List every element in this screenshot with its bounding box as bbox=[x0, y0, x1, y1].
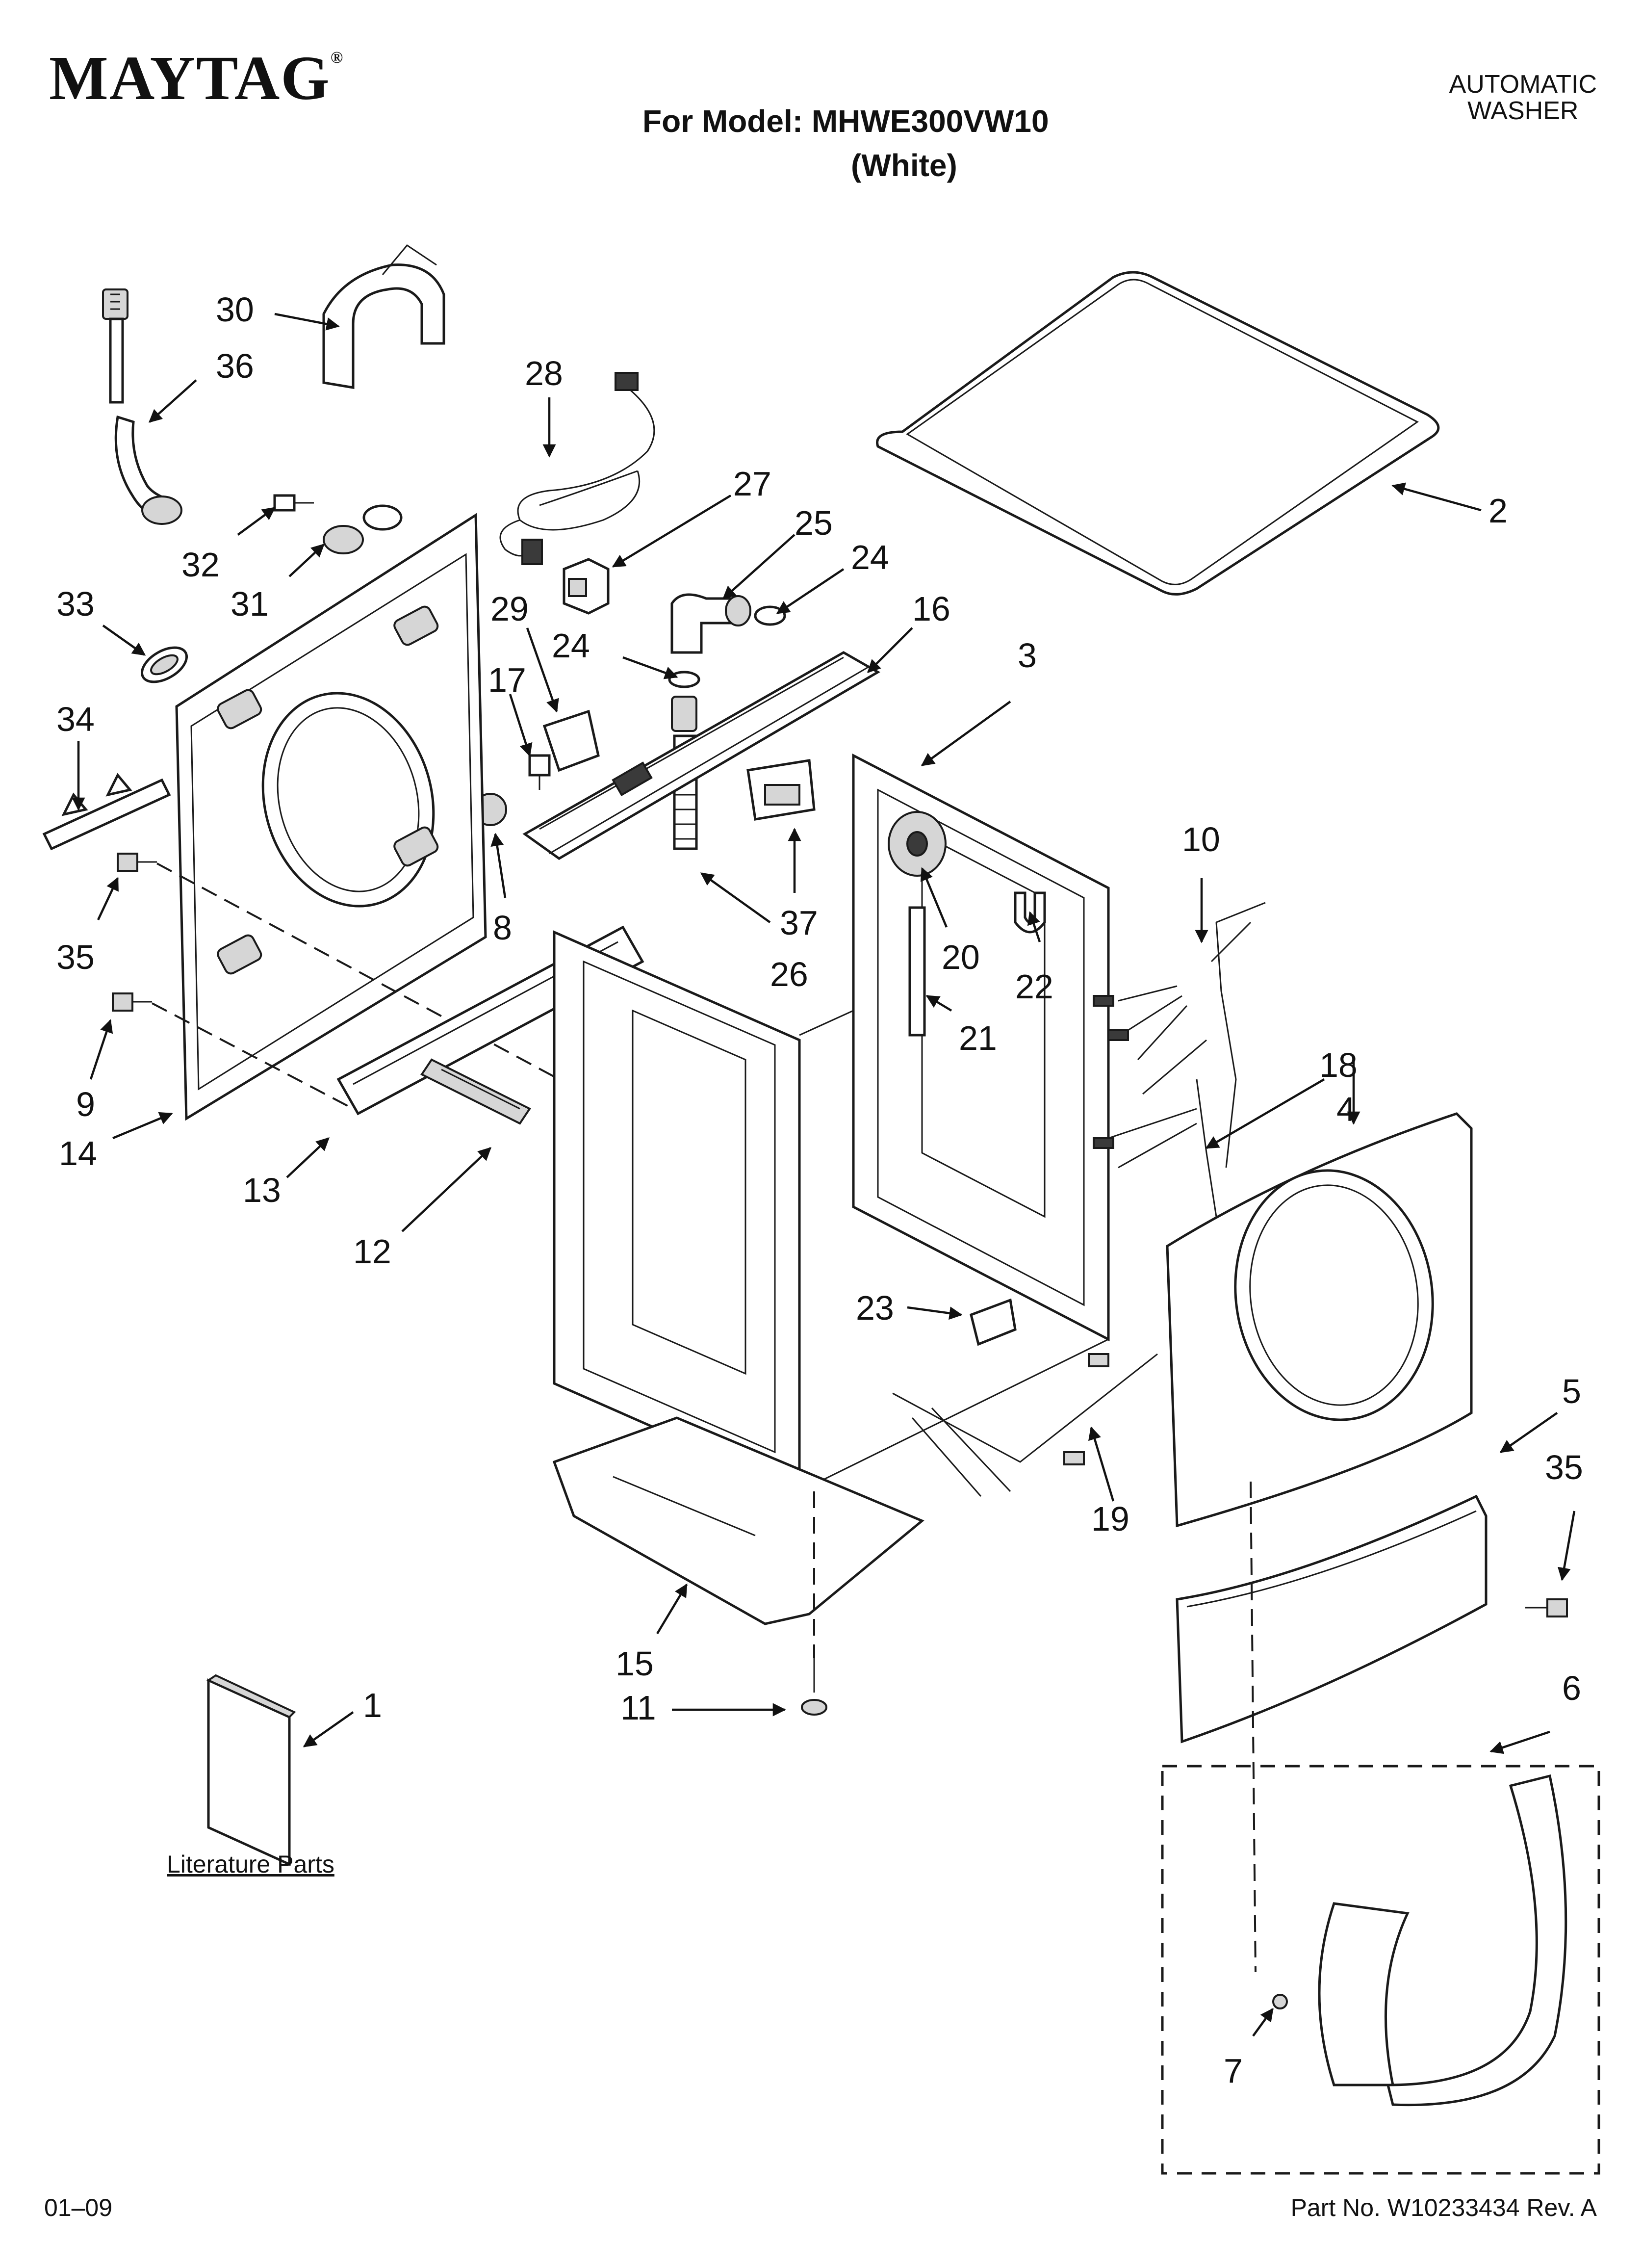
callout-23: 23 bbox=[856, 1289, 894, 1327]
callout-1: 1 bbox=[363, 1686, 382, 1724]
part-24-clip-lower bbox=[668, 671, 700, 688]
part-3-cabinet bbox=[553, 753, 1110, 1493]
callout-22: 22 bbox=[1015, 967, 1053, 1006]
part-19-harness-lower bbox=[892, 1353, 1158, 1497]
part-18-wire-harness bbox=[1093, 1079, 1217, 1217]
callout-34: 34 bbox=[56, 700, 95, 738]
part-30-hose-bracket bbox=[322, 244, 445, 389]
callout-2: 2 bbox=[1488, 492, 1508, 530]
part-36-drain-hose bbox=[102, 288, 182, 525]
leader-lines bbox=[72, 313, 1576, 2037]
callout-26: 26 bbox=[770, 955, 808, 993]
part-6-box bbox=[1161, 1481, 1600, 2175]
date-code: 01–09 bbox=[44, 2194, 113, 2221]
part-11-leveling-leg bbox=[801, 1658, 827, 1716]
part-14-rear-panel bbox=[175, 513, 487, 1121]
part-10-wire-harness bbox=[1093, 902, 1266, 1168]
part-35-screw-front bbox=[1525, 1598, 1568, 1617]
callout-33: 33 bbox=[56, 585, 95, 623]
callout-37: 37 bbox=[780, 904, 818, 942]
model-title: For Model: MHWE300VW10 bbox=[642, 104, 1049, 139]
part-5-toe-panel bbox=[1176, 1494, 1488, 1744]
part-29-bracket bbox=[542, 709, 600, 772]
callout-28: 28 bbox=[525, 354, 563, 392]
part-17-screw bbox=[528, 754, 551, 790]
callout-7: 7 bbox=[1224, 2052, 1243, 2090]
callout-13: 13 bbox=[243, 1171, 281, 1209]
callout-15: 15 bbox=[616, 1644, 654, 1683]
part-32-screw bbox=[273, 494, 314, 512]
callout-25: 25 bbox=[795, 504, 833, 542]
callout-9: 9 bbox=[76, 1085, 95, 1123]
literature-parts-label: Literature Parts bbox=[167, 1851, 334, 1878]
callout-14: 14 bbox=[59, 1134, 97, 1173]
callout-24-upper: 24 bbox=[851, 538, 889, 576]
callout-20: 20 bbox=[942, 938, 980, 976]
callout-3: 3 bbox=[1018, 636, 1037, 675]
product-type-line-2: WASHER bbox=[1467, 97, 1579, 126]
part-15-base bbox=[552, 1416, 924, 1625]
part-23-latch bbox=[970, 1298, 1017, 1346]
callout-31: 31 bbox=[231, 585, 269, 623]
callout-5: 5 bbox=[1562, 1372, 1581, 1410]
callout-21: 21 bbox=[959, 1019, 997, 1057]
product-type-line-1: AUTOMATIC bbox=[1449, 70, 1597, 99]
callout-27: 27 bbox=[733, 465, 771, 503]
part-number: Part No. W10233434 Rev. A bbox=[1290, 2194, 1597, 2221]
callout-6: 6 bbox=[1562, 1669, 1581, 1707]
callout-36: 36 bbox=[216, 347, 254, 385]
callout-29: 29 bbox=[490, 590, 529, 628]
callout-35-rear: 35 bbox=[56, 938, 95, 976]
part-12-heater bbox=[420, 1058, 531, 1125]
callout-12: 12 bbox=[353, 1232, 391, 1271]
callout-labels: 30 36 28 27 25 24 2 32 31 33 29 24 16 17… bbox=[56, 290, 1583, 2090]
callout-30: 30 bbox=[216, 290, 254, 329]
part-34-clip bbox=[42, 773, 171, 851]
product-type: AUTOMATIC WASHER bbox=[1449, 71, 1597, 124]
callout-4: 4 bbox=[1336, 1090, 1356, 1128]
part-31-clamp bbox=[323, 504, 403, 554]
part-21-hose bbox=[908, 906, 926, 1037]
part-9-screw bbox=[112, 992, 152, 1012]
part-28-power-cord bbox=[499, 372, 655, 565]
part-27-bracket bbox=[563, 558, 610, 615]
part-2-top-seal bbox=[876, 271, 1440, 596]
part-35-screw-rear bbox=[117, 853, 157, 872]
assembly-line-rear bbox=[152, 862, 560, 1110]
part-1-literature bbox=[206, 1674, 296, 1866]
part-7-screw bbox=[1272, 1994, 1288, 2009]
model-variant: (White) bbox=[851, 148, 957, 183]
callout-35-front: 35 bbox=[1545, 1448, 1583, 1486]
callout-16: 16 bbox=[912, 590, 950, 628]
part-24-clip-upper bbox=[754, 605, 786, 626]
callout-32: 32 bbox=[181, 546, 220, 584]
callout-11: 11 bbox=[620, 1689, 656, 1727]
part-4-front-panel bbox=[1166, 1112, 1473, 1528]
callout-10: 10 bbox=[1182, 820, 1220, 859]
brand-logo: MAYTAG® bbox=[49, 43, 344, 113]
callout-8: 8 bbox=[493, 909, 512, 947]
part-20-dispenser-cup bbox=[888, 811, 947, 877]
callout-19: 19 bbox=[1091, 1500, 1129, 1538]
part-37-pressure-switch bbox=[746, 759, 816, 821]
part-33-grommet bbox=[140, 646, 188, 683]
callout-24-lower: 24 bbox=[552, 626, 590, 665]
callout-17: 17 bbox=[488, 661, 526, 699]
callout-18: 18 bbox=[1319, 1046, 1358, 1084]
part-25-elbow bbox=[670, 593, 751, 654]
